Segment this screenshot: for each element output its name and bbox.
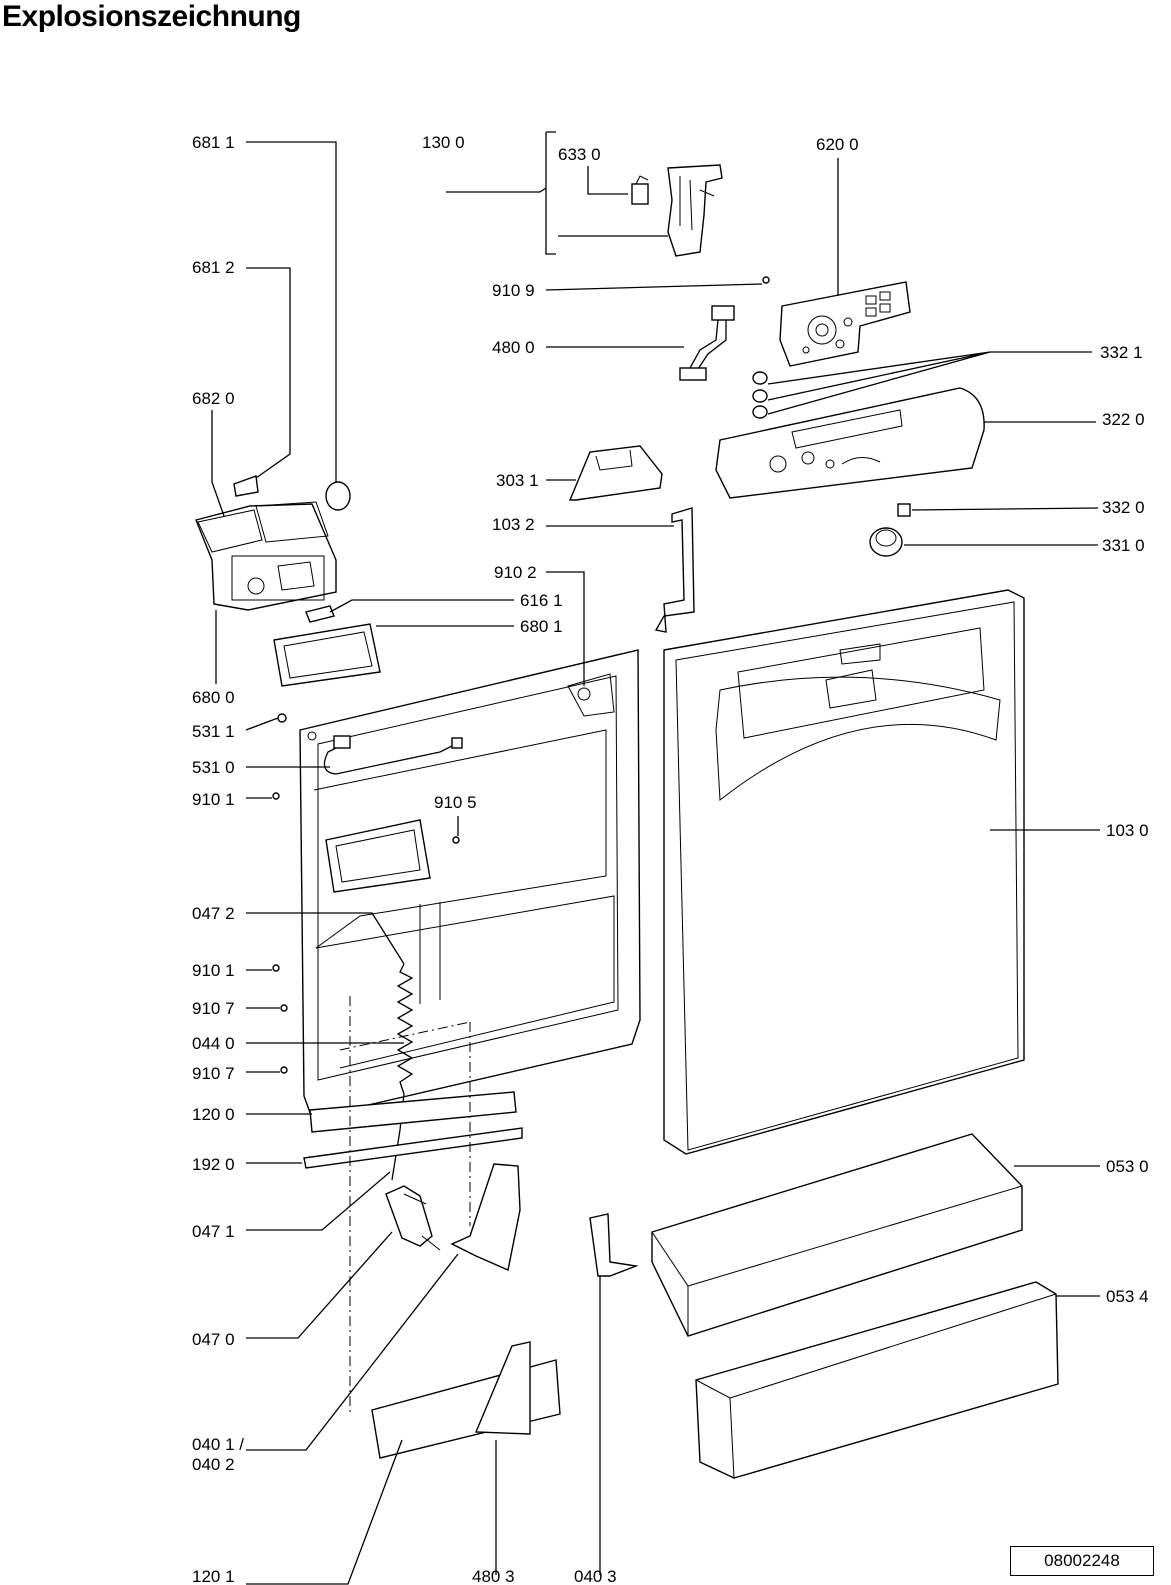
label-680-1: 680 1 xyxy=(520,617,563,636)
label-633-0: 633 0 xyxy=(558,145,601,164)
hinge-arm-part xyxy=(385,1185,441,1251)
outer-door-panel-part xyxy=(663,589,1025,1155)
label-616-1: 616 1 xyxy=(520,591,563,610)
label-047-2: 047 2 xyxy=(192,904,235,923)
screw-part xyxy=(272,964,280,972)
corner-bracket-part xyxy=(589,1213,639,1277)
toe-kick-panel-part xyxy=(651,1133,1023,1337)
label-040-2: 040 2 xyxy=(192,1455,235,1474)
label-044-0: 044 0 xyxy=(192,1034,235,1053)
label-103-0: 103 0 xyxy=(1106,821,1149,840)
label-303-1: 303 1 xyxy=(496,471,539,490)
screw-part xyxy=(452,836,460,844)
label-910-7-top: 910 7 xyxy=(192,999,235,1018)
screw-part xyxy=(280,1004,288,1012)
label-531-0: 531 0 xyxy=(192,758,235,777)
wiring-harness-part xyxy=(679,305,735,381)
label-531-1: 531 1 xyxy=(192,722,235,741)
leader-lines xyxy=(211,131,1100,1585)
label-331-0: 331 0 xyxy=(1102,536,1145,555)
label-053-0: 053 0 xyxy=(1106,1157,1149,1176)
label-040-1: 040 1 / xyxy=(192,1435,244,1454)
door-strip-part xyxy=(303,1127,523,1169)
label-480-3: 480 3 xyxy=(472,1567,515,1585)
label-910-2: 910 2 xyxy=(494,563,537,582)
label-681-2: 681 2 xyxy=(192,258,235,277)
label-910-1-bottom: 910 1 xyxy=(192,961,235,980)
label-910-5: 910 5 xyxy=(434,793,477,812)
clip-part xyxy=(233,475,259,497)
label-620-0: 620 0 xyxy=(816,135,859,154)
kick-panel-front-part xyxy=(695,1281,1059,1479)
document-number-box: 08002248 xyxy=(1010,1546,1154,1576)
screw-part xyxy=(762,276,770,284)
seal-ring-part xyxy=(325,481,351,511)
screw-part xyxy=(280,1066,288,1074)
label-053-4: 053 4 xyxy=(1106,1287,1149,1306)
label-682-0: 682 0 xyxy=(192,389,235,408)
label-910-9: 910 9 xyxy=(492,281,535,300)
push-buttons-part xyxy=(752,371,768,419)
detergent-dispenser-part xyxy=(195,501,337,611)
label-103-2: 103 2 xyxy=(492,515,535,534)
hinge-bracket-part xyxy=(631,164,723,257)
label-040-3: 040 3 xyxy=(574,1567,617,1585)
door-rail-part xyxy=(309,1091,517,1133)
door-handle-part xyxy=(568,445,663,501)
label-910-1-top: 910 1 xyxy=(192,790,235,809)
inner-door-panel-part xyxy=(299,649,641,1119)
dispenser-gasket-part xyxy=(273,623,381,687)
dispenser-lever-part xyxy=(305,605,335,623)
label-681-1: 681 1 xyxy=(192,133,235,152)
label-120-1: 120 1 xyxy=(192,1567,235,1585)
label-192-0: 192 0 xyxy=(192,1155,235,1174)
label-130-0: 130 0 xyxy=(422,133,465,152)
label-047-0: 047 0 xyxy=(192,1330,235,1349)
label-322-0: 322 0 xyxy=(1102,410,1145,429)
label-047-1: 047 1 xyxy=(192,1222,235,1241)
side-bracket-part xyxy=(654,507,695,633)
screw-part xyxy=(277,713,287,723)
label-910-7-bottom: 910 7 xyxy=(192,1064,235,1083)
hinge-mount-bracket-part xyxy=(450,1163,521,1271)
label-480-0: 480 0 xyxy=(492,338,535,357)
control-panel-fascia-part xyxy=(715,387,985,499)
page-title: Explosionszeichnung xyxy=(2,0,301,33)
control-board-part xyxy=(779,281,911,367)
label-120-0: 120 0 xyxy=(192,1105,235,1124)
lower-rail-part xyxy=(371,1341,561,1459)
label-680-0: 680 0 xyxy=(192,688,235,707)
label-332-1: 332 1 xyxy=(1100,343,1143,362)
knob-insert-part xyxy=(897,503,911,517)
rotary-knob-part xyxy=(869,527,903,557)
part-labels: 681 1 130 0 633 0 620 0 681 2 910 9 480 … xyxy=(192,133,1149,1585)
screw-part xyxy=(272,792,280,800)
label-332-0: 332 0 xyxy=(1102,498,1145,517)
